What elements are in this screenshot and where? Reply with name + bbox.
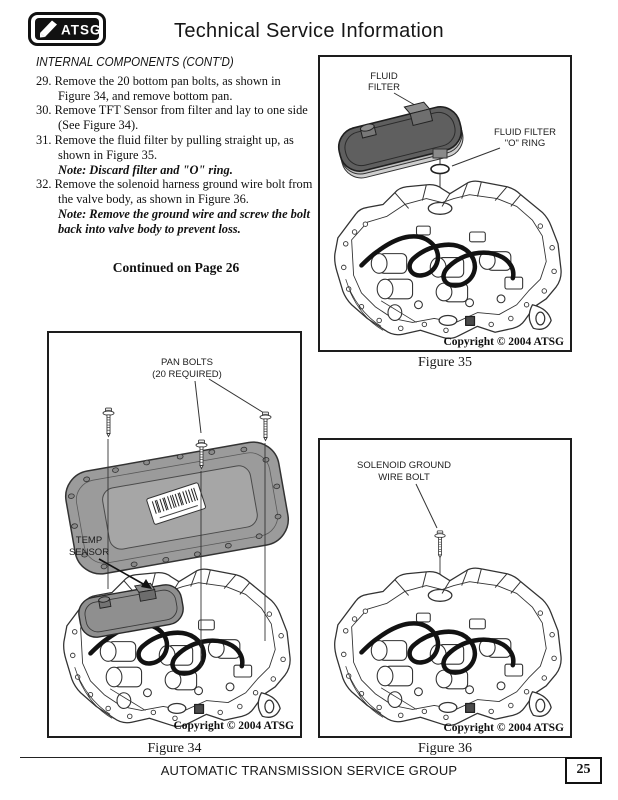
instruction-column: INTERNAL COMPONENTS (CONT'D) 29. Remove … — [36, 55, 316, 275]
pan-bolt-icon — [102, 407, 115, 437]
step-text: Remove the solenoid harness ground wire … — [54, 177, 313, 207]
fluid-filter-illustration — [337, 101, 464, 179]
step-30: 30. Remove TFT Sensor from filter and la… — [36, 103, 316, 133]
atsg-check-icon — [40, 20, 57, 38]
step-29: 29. Remove the 20 bottom pan bolts, as s… — [36, 74, 316, 104]
logo-text: ATSG — [61, 23, 102, 38]
figure-34-caption: Figure 34 — [147, 741, 202, 756]
page-number-badge: 25 — [565, 757, 602, 784]
temp-sensor-label-line1: TEMP — [76, 535, 102, 546]
temp-sensor-label-line2: SENSOR — [69, 547, 109, 558]
figure-34-frame: PAN BOLTS (20 REQUIRED) — [47, 331, 302, 738]
footer-organization: AUTOMATIC TRANSMISSION SERVICE GROUP — [160, 763, 458, 778]
figure-36-caption: Figure 36 — [417, 741, 473, 756]
step-32: 32. Remove the solenoid harness ground w… — [36, 177, 316, 207]
footer-divider — [20, 757, 600, 758]
valve-body-illustration — [335, 568, 561, 725]
copyright-text: Copyright © 2004 ATSG — [443, 336, 564, 348]
pan-bolts-label-line1: PAN BOLTS — [161, 357, 213, 368]
figure-35-caption: Figure 35 — [417, 355, 473, 370]
ground-bolt-label-line1: SOLENOID GROUND — [357, 460, 451, 471]
page-title: Technical Service Information — [174, 20, 444, 42]
copyright-text: Copyright © 2004 ATSG — [173, 720, 294, 732]
figure-36-frame: SOLENOID GROUND WIRE BOLT Copyright © 20… — [318, 438, 572, 738]
step-31: 31. Remove the fluid filter by pulling s… — [36, 133, 316, 163]
step-number: 30. — [36, 103, 52, 118]
ground-bolt-label-line2: WIRE BOLT — [378, 472, 430, 483]
copyright-text: Copyright © 2004 ATSG — [443, 722, 564, 734]
figure-35-frame: FLUID FILTER FLUID FILTER — [318, 55, 572, 352]
filter-neck — [432, 148, 448, 159]
barcode-label — [146, 482, 206, 525]
ground-wire-bolt-icon — [434, 530, 446, 559]
step-text: Remove the 20 bottom pan bolts, as shown… — [54, 73, 281, 103]
section-heading: INTERNAL COMPONENTS (CONT'D) — [36, 55, 234, 69]
step-number: 31. — [36, 132, 52, 147]
step-32-note: Note: Remove the ground wire and screw t… — [58, 206, 310, 236]
fluid-filter-label-line1: FLUID — [370, 71, 398, 82]
bottom-pan-illustration — [64, 441, 290, 575]
continued-on-page: Continued on Page 26 — [112, 259, 240, 275]
step-text: Remove the fluid filter by pulling strai… — [54, 132, 294, 162]
step-number: 32. — [36, 177, 52, 192]
arrowhead-icon — [141, 579, 152, 589]
fluid-filter-label-line2: FILTER — [368, 82, 400, 93]
atsg-logo: ATSG — [28, 12, 106, 46]
step-text: Remove TFT Sensor from filter and lay to… — [54, 103, 308, 133]
step-31-note: Note: Discard filter and "O" ring. — [58, 162, 233, 177]
oring-label-line1: FLUID FILTER — [494, 127, 556, 138]
pan-bolts-label-line2: (20 REQUIRED) — [152, 369, 222, 380]
oring-label-line2: "O" RING — [505, 138, 546, 149]
o-ring-illustration — [430, 163, 450, 175]
valve-body-illustration — [335, 181, 561, 338]
step-number: 29. — [36, 73, 52, 88]
pan-bolt-icon — [259, 411, 272, 441]
